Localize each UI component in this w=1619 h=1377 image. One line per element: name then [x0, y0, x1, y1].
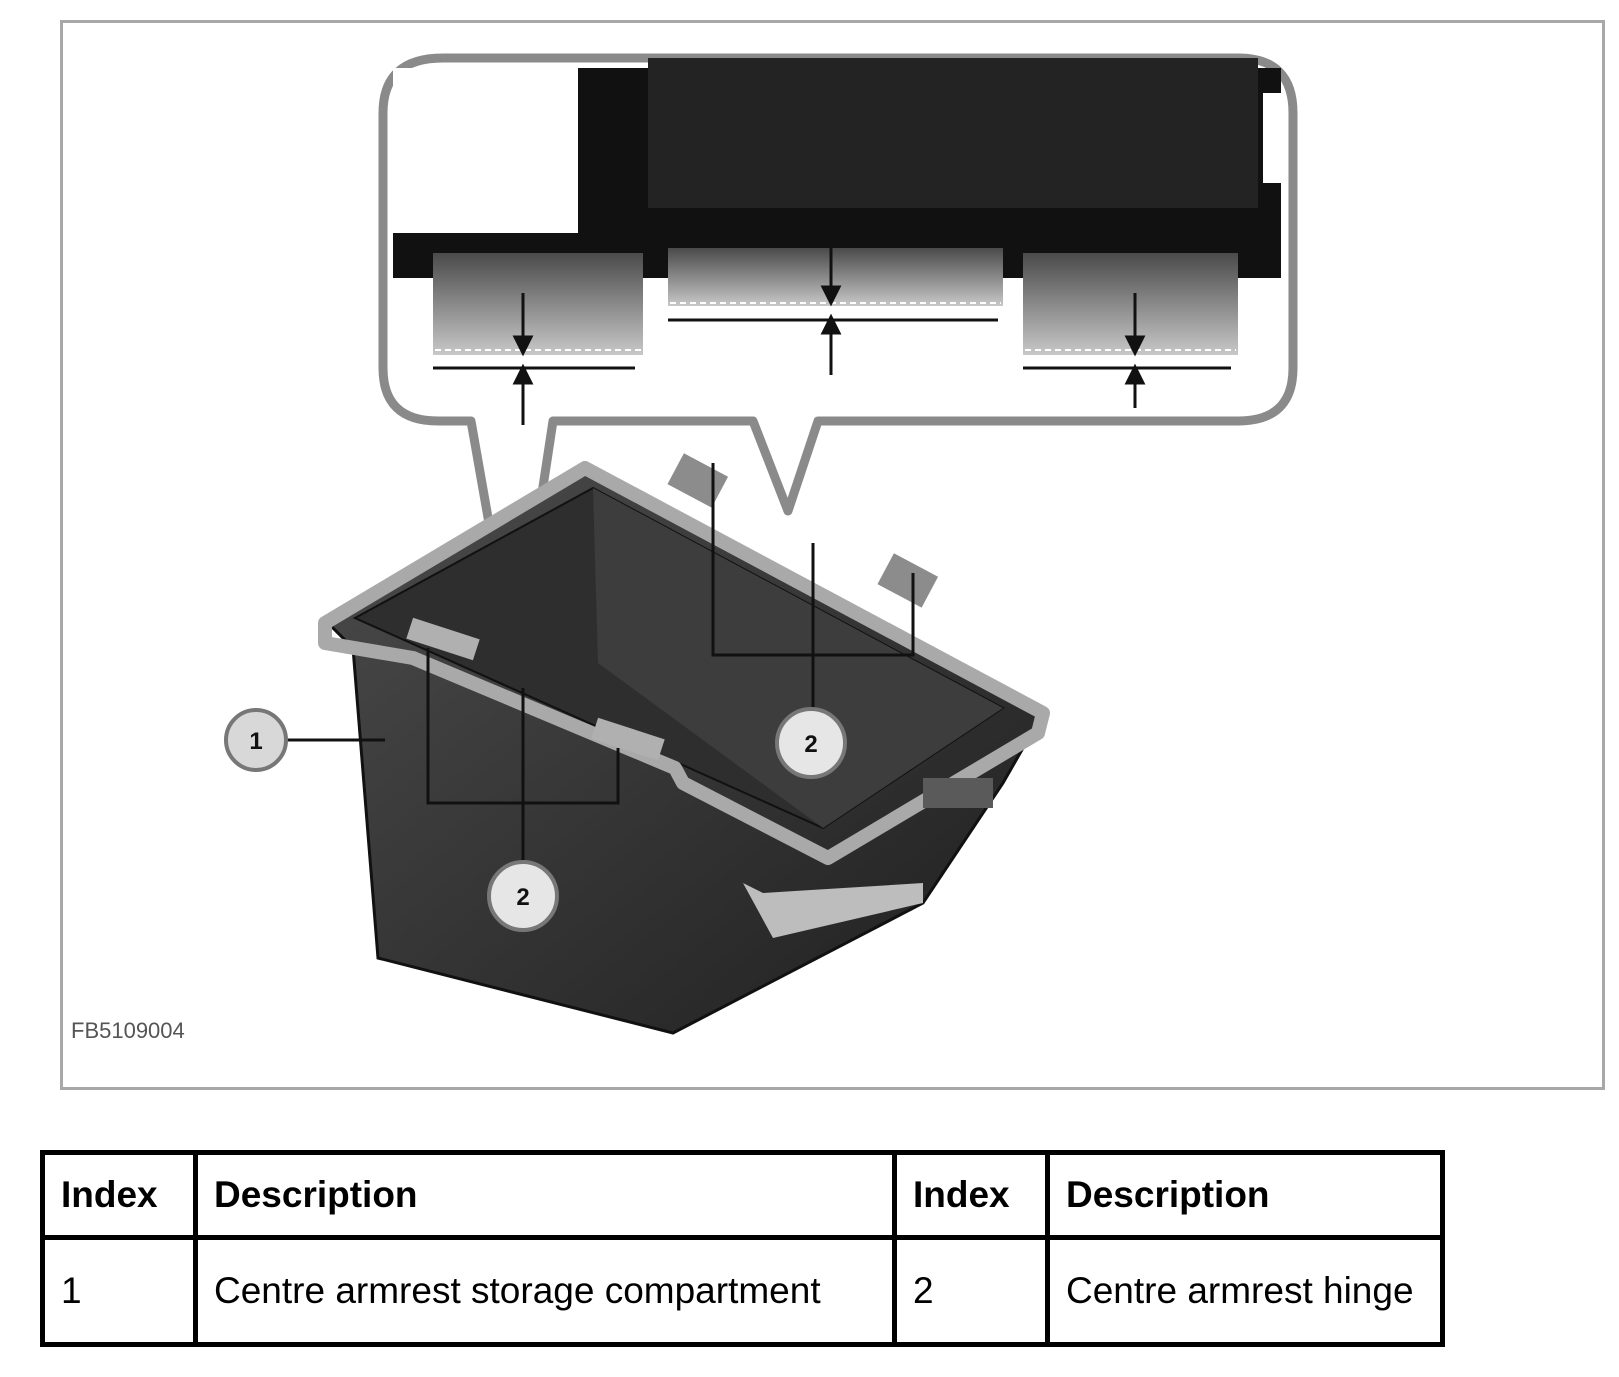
hinge-tab-4	[591, 717, 665, 761]
callout-2-right: 2	[775, 707, 847, 779]
cell-index-2: 2	[892, 1235, 1050, 1347]
callout-2-left-label: 2	[516, 884, 529, 911]
armrest-diagram: 1 2 2 FB5109004	[71, 53, 1298, 1043]
table-header-row: Index Description Index Description	[40, 1150, 1445, 1240]
detail-zoom-panel	[378, 53, 1298, 676]
header-description-2: Description	[1045, 1150, 1445, 1240]
header-index-2: Index	[892, 1150, 1050, 1240]
figure-code: FB5109004	[71, 1018, 185, 1043]
storage-compartment	[318, 453, 1050, 1035]
hinge-tab-1	[667, 453, 729, 508]
cell-index-1: 1	[40, 1235, 198, 1347]
callout-2-left: 2	[487, 860, 559, 932]
callout-1: 1	[224, 708, 288, 772]
compartment-back-wall	[593, 488, 1003, 828]
index-table: Index Description Index Description 1 Ce…	[40, 1150, 1445, 1347]
cell-description-2: Centre armrest hinge	[1045, 1235, 1445, 1347]
zoom-edge-highlight	[1263, 93, 1281, 183]
compartment-lower-ledge	[743, 883, 923, 938]
header-description-1: Description	[193, 1150, 897, 1240]
callout-1-label: 1	[249, 728, 262, 755]
cell-description-1: Centre armrest storage compartment	[193, 1235, 897, 1347]
zoom-light-corner	[393, 68, 578, 233]
compartment-clips	[923, 778, 993, 808]
figure-frame: 1 2 2 FB5109004	[60, 20, 1605, 1090]
callout-2-right-label: 2	[804, 731, 817, 758]
hinge-leader-lines	[426, 463, 915, 868]
zoom-recess	[648, 58, 1258, 208]
hinge-tab-2	[877, 553, 939, 608]
header-index-1: Index	[40, 1150, 198, 1240]
gap-arrows	[512, 241, 1146, 425]
hinge-tab-3	[406, 617, 480, 661]
table-row: 1 Centre armrest storage compartment 2 C…	[40, 1235, 1445, 1347]
zoom-tab-left	[433, 253, 643, 355]
